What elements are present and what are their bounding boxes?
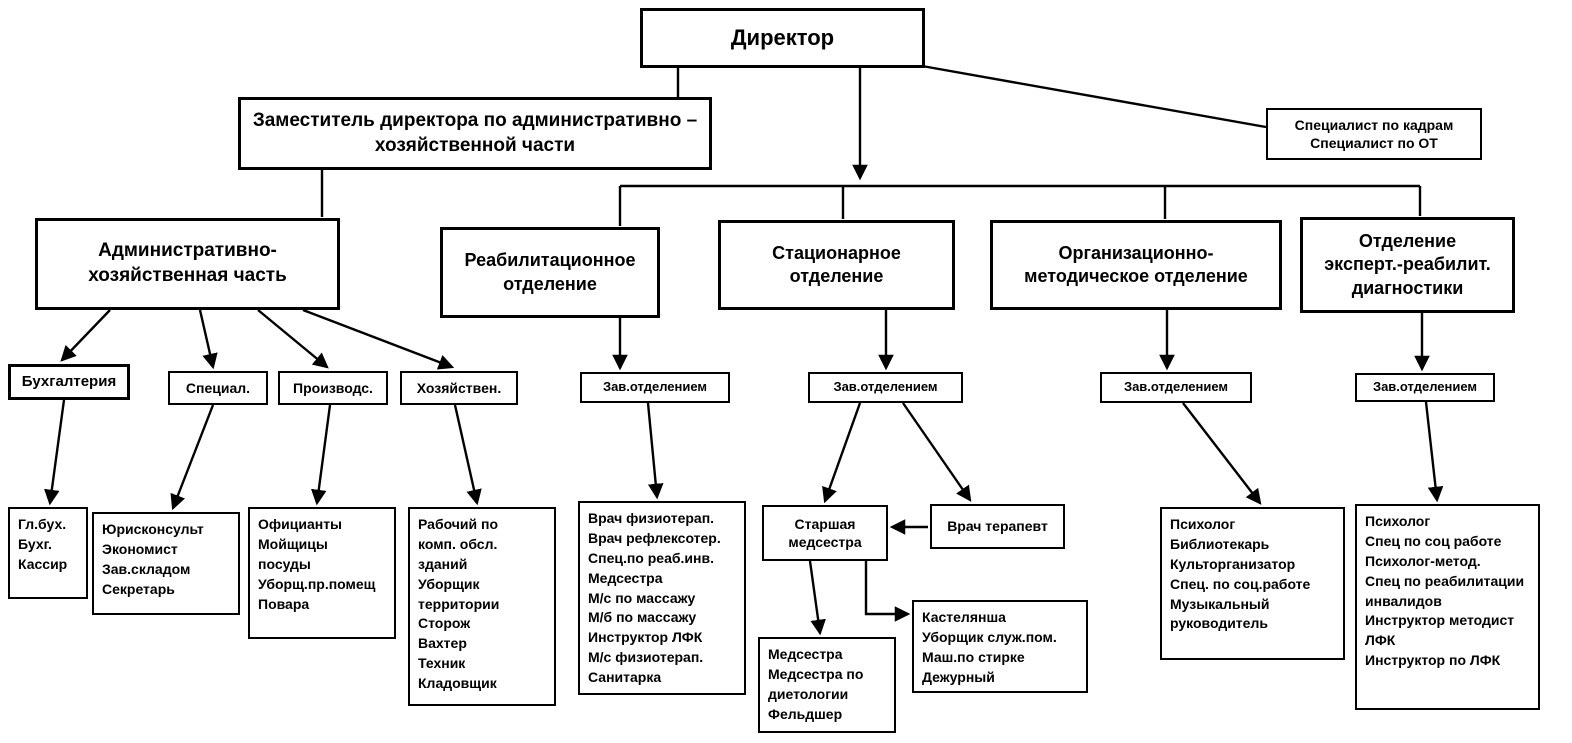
- edge-production-staff: [311, 404, 332, 506]
- node-head-org-method: Зав.отделением: [1100, 372, 1252, 403]
- edge-seniornurse-nursestaff: [808, 560, 826, 636]
- node-expert-staff: Психолог Спец по соц работе Психолог-мет…: [1355, 504, 1540, 710]
- edge-headinpatient-therapist: [902, 402, 972, 502]
- node-accounting: Бухгалтерия: [8, 364, 130, 400]
- node-org-method-staff: Психолог Библиотекарь Культорганизатор С…: [1160, 507, 1345, 660]
- node-senior-nurse: Старшая медсестра: [762, 505, 888, 561]
- node-rehab-department: Реабилитационное отделение: [440, 227, 660, 318]
- node-household-staff: Рабочий по комп. обсл. зданий Уборщик те…: [408, 507, 556, 706]
- node-household: Хозяйствен.: [400, 371, 518, 405]
- edge-admin-production: [257, 309, 329, 369]
- node-head-inpatient: Зав.отделением: [808, 372, 963, 403]
- edge-headinpatient-seniornurse: [822, 402, 862, 504]
- node-production: Производс.: [278, 371, 388, 405]
- node-deputy-admin: Заместитель директора по административно…: [238, 97, 712, 170]
- node-nurse-staff: Медсестра Медсестра по диетологии Фельдш…: [758, 637, 896, 733]
- edge-admin-accounting: [60, 309, 111, 362]
- node-director: Директор: [640, 8, 925, 68]
- edge-admin-specialists: [198, 309, 218, 370]
- node-therapist: Врач терапевт: [930, 504, 1065, 549]
- node-specialists: Специал.: [168, 371, 268, 405]
- node-head-rehab: Зав.отделением: [580, 372, 730, 403]
- node-org-method-department: Организационно- методическое отделение: [990, 220, 1282, 310]
- node-hr-specialists: Специалист по кадрам Специалист по ОТ: [1266, 108, 1482, 160]
- node-specialists-staff: Юрисконсульт Экономист Зав.складом Секре…: [92, 512, 240, 615]
- node-head-expert: Зав.отделением: [1355, 373, 1495, 402]
- edge-household-staff: [453, 404, 482, 506]
- edge-headorg-staff: [1182, 402, 1262, 505]
- edge-headexpert-staff: [1424, 401, 1444, 503]
- node-expert-rehab-department: Отделение эксперт.-реабилит. диагностики: [1300, 217, 1515, 313]
- edge-director-hr: [921, 64, 1267, 129]
- node-housekeeping-staff: Кастелянша Уборщик служ.пом. Маш.по стир…: [912, 600, 1088, 693]
- node-admin-household-part: Административно- хозяйственная часть: [35, 218, 340, 310]
- node-accounting-staff: Гл.бух. Бухг. Кассир: [8, 507, 88, 599]
- node-production-staff: Официанты Мойщицы посуды Уборщ.пр.помещ …: [248, 507, 396, 639]
- edge-accounting-staff: [44, 399, 66, 506]
- node-inpatient-department: Стационарное отделение: [718, 220, 955, 310]
- edge-specialists-staff: [170, 404, 215, 511]
- node-rehab-staff: Врач физиотерап. Врач рефлексотер. Спец.…: [578, 501, 746, 695]
- edge-headrehab-staff: [646, 402, 664, 500]
- edge-seniornurse-housekeeping: [864, 561, 911, 622]
- edge-admin-household: [302, 308, 455, 370]
